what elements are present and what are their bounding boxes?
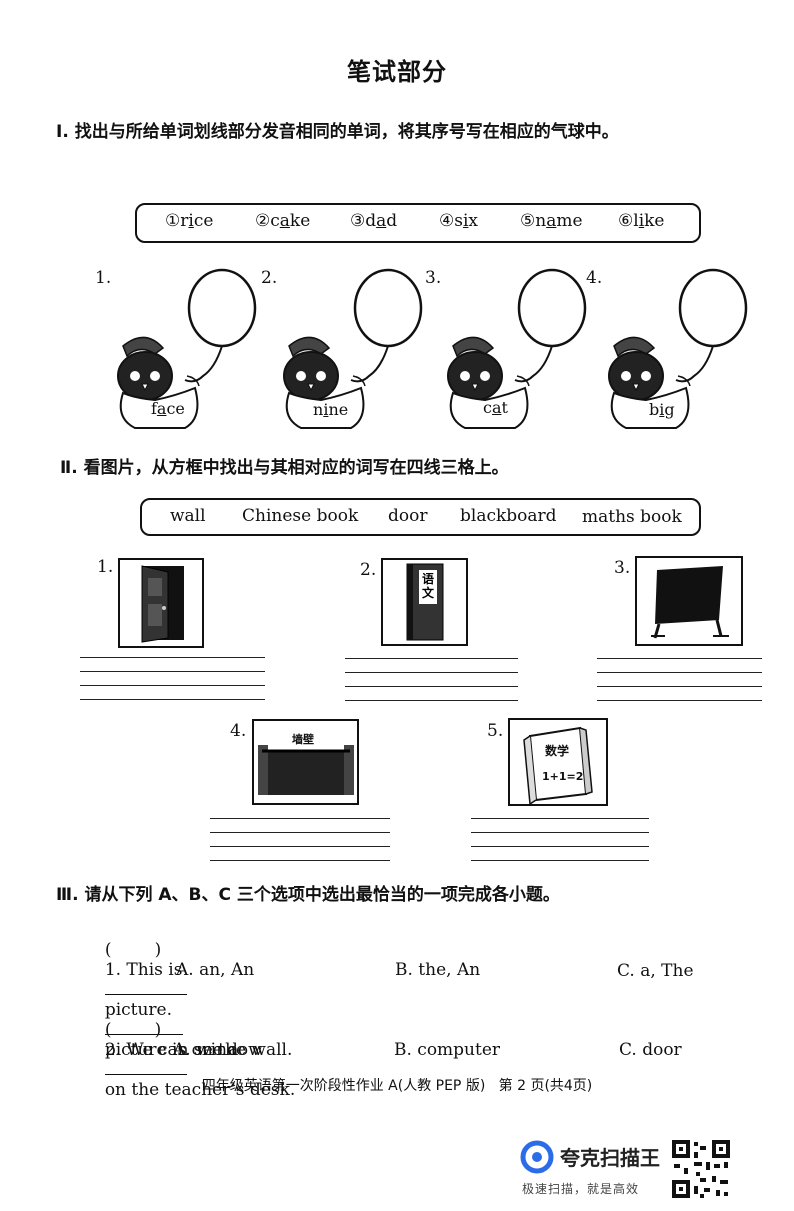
writing-lines-1[interactable] xyxy=(80,657,265,701)
picture-number: 2. xyxy=(360,560,377,580)
writing-lines-4[interactable] xyxy=(210,818,390,862)
option-1: ①rice xyxy=(165,211,214,231)
penguin-balloon-illustration xyxy=(117,268,257,429)
blackboard-icon xyxy=(651,566,729,639)
picture-number: 4. xyxy=(230,721,247,741)
picture-number: 1. xyxy=(97,557,114,577)
book-title-label: 语文 xyxy=(422,572,435,600)
qr-code xyxy=(670,1138,732,1200)
maths-book-icon xyxy=(523,726,593,806)
choice-a: A. an, An xyxy=(176,960,255,980)
choice-a: A. window xyxy=(173,1040,263,1060)
choice-b: B. the, An xyxy=(395,960,481,980)
section-1-heading: Ⅰ. 找出与所给单词划线部分发音相同的单词，将其序号写在相应的气球中。 xyxy=(56,122,619,142)
option-6: ⑥like xyxy=(618,211,665,231)
option-4: ④six xyxy=(439,211,479,231)
choice-c: C. a, The xyxy=(617,961,694,981)
maths-book-picture: 数学 1+1=2 xyxy=(508,718,608,806)
choice-b: B. computer xyxy=(394,1040,501,1060)
item-word: face xyxy=(151,399,185,418)
word-maths-book: maths book xyxy=(582,507,682,527)
chinese-book-icon xyxy=(406,563,444,641)
blank[interactable] xyxy=(104,1074,187,1075)
blank[interactable] xyxy=(104,1034,183,1035)
option-3: ③dad xyxy=(350,211,398,231)
option-5: ⑤name xyxy=(520,211,583,231)
picture-number: 5. xyxy=(487,721,504,741)
answer-paren[interactable]: ( ) xyxy=(104,1020,162,1040)
penguin-balloon-illustration xyxy=(447,268,587,429)
answer-paren[interactable]: ( ) xyxy=(104,940,162,960)
question-2: ( ) 2. We can see a on the teacher’s des… xyxy=(104,1020,296,1100)
option-2: ②cake xyxy=(255,211,311,231)
wall-icon xyxy=(258,745,354,795)
word-door: door xyxy=(388,506,428,526)
vocabulary-word-box: wall Chinese book door blackboard maths … xyxy=(140,498,701,536)
door-icon xyxy=(141,565,184,643)
item-word: cat xyxy=(483,398,508,417)
penguin-balloon-illustration xyxy=(608,268,748,429)
writing-lines-2[interactable] xyxy=(345,658,518,702)
item-number: 1. xyxy=(95,268,112,288)
wall-picture: 墙壁 xyxy=(252,719,359,805)
balloon-answer-circle xyxy=(187,268,257,348)
door-picture xyxy=(118,558,204,648)
section-2-heading: Ⅱ. 看图片，从方框中找出与其相对应的词写在四线三格上。 xyxy=(60,458,509,478)
blackboard-picture xyxy=(635,556,743,646)
book-title-label: 数学 xyxy=(545,744,570,758)
wall-label: 墙壁 xyxy=(292,733,314,746)
section-3-heading: Ⅲ. 请从下列 A、B、C 三个选项中选出最恰当的一项完成各小题。 xyxy=(56,885,560,905)
choice-c: C. door xyxy=(619,1040,682,1060)
item-number: 4. xyxy=(586,268,603,288)
blank[interactable] xyxy=(104,994,187,995)
brand-name: 夸克扫描王 xyxy=(560,1146,660,1170)
picture-number: 3. xyxy=(614,558,631,578)
writing-lines-5[interactable] xyxy=(471,818,649,862)
quark-logo-icon xyxy=(520,1140,554,1174)
book-equation-label: 1+1=2 xyxy=(542,770,584,783)
word-wall: wall xyxy=(170,506,206,526)
word-blackboard: blackboard xyxy=(460,506,557,526)
item-word: nine xyxy=(313,400,349,419)
item-number: 3. xyxy=(425,268,442,288)
item-word: big xyxy=(649,400,675,419)
qr-code-icon xyxy=(670,1138,732,1200)
penguin-balloon-illustration xyxy=(283,268,423,429)
writing-lines-3[interactable] xyxy=(597,658,762,702)
phonics-word-box: ①rice ②cake ③dad ④six ⑤name ⑥like xyxy=(135,203,701,243)
item-number: 2. xyxy=(261,268,278,288)
word-chinese-book: Chinese book xyxy=(242,506,359,526)
chinese-book-picture: 语文 xyxy=(381,558,468,646)
question-1: ( ) 1. This is picture. picture is on th… xyxy=(104,940,293,1060)
page-footer: 四年级英语第一次阶段性作业 A(人教 PEP 版) 第 2 页(共4页) xyxy=(201,1078,593,1094)
brand-slogan: 极速扫描，就是高效 xyxy=(522,1182,640,1196)
page-title: 笔试部分 xyxy=(347,58,447,86)
